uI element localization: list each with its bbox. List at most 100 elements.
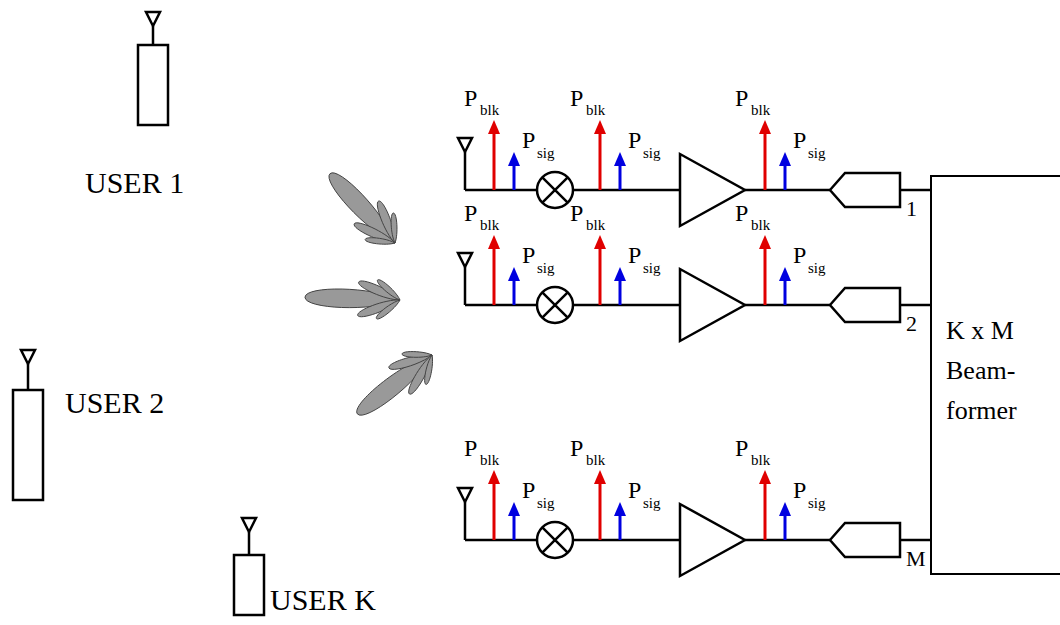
blocker-arrow	[599, 132, 602, 190]
blocker-arrow	[599, 482, 602, 540]
wire	[573, 189, 680, 192]
power-subscript: sig	[808, 146, 826, 161]
power-subscript: blk	[480, 103, 499, 118]
power-symbol: P	[735, 201, 748, 225]
signal-arrow	[779, 152, 791, 166]
power-symbol: P	[464, 86, 477, 110]
power-symbol: P	[793, 478, 806, 502]
power-subscript: sig	[537, 496, 555, 511]
signal-arrow	[614, 502, 626, 516]
signal-arrow	[619, 514, 622, 540]
blocker-arrow	[488, 470, 500, 484]
mixer-symbol	[542, 527, 567, 552]
signal-arrow	[508, 502, 520, 516]
power-symbol: P	[628, 243, 641, 267]
mixer-symbol	[542, 177, 567, 202]
mixer-symbol	[537, 287, 573, 323]
adc-symbol	[830, 173, 900, 207]
amplifier-symbol	[680, 504, 745, 576]
power-symbol: P	[464, 201, 477, 225]
beamformer-box: K x M Beam- former	[930, 175, 1060, 575]
blocker-arrow	[493, 247, 496, 305]
blocker-arrow	[488, 235, 500, 249]
blocker-arrow	[764, 132, 767, 190]
power-symbol: P	[522, 243, 535, 267]
signal-arrow	[508, 152, 520, 166]
power-symbol: P	[628, 478, 641, 502]
blocker-arrow	[599, 247, 602, 305]
power-subscript: blk	[586, 218, 605, 233]
beam-lobes	[305, 173, 433, 415]
signal-arrow	[513, 514, 516, 540]
beam-lobe	[377, 280, 400, 300]
power-symbol: P	[735, 436, 748, 460]
user-phones	[13, 12, 264, 615]
wire	[900, 539, 930, 542]
power-subscript: blk	[586, 103, 605, 118]
power-symbol: P	[735, 86, 748, 110]
beam-lobe	[391, 213, 397, 243]
blocker-arrow	[759, 235, 771, 249]
rf-chains	[458, 120, 930, 576]
power-symbol: P	[570, 86, 583, 110]
port-number: M	[906, 548, 926, 570]
power-subscript: blk	[751, 103, 770, 118]
signal-arrow	[784, 279, 787, 305]
power-symbol: P	[570, 436, 583, 460]
wire	[745, 304, 830, 307]
blocker-arrow	[488, 120, 500, 134]
antenna	[464, 267, 467, 305]
wire	[465, 539, 537, 542]
wire	[573, 539, 680, 542]
wire	[465, 189, 537, 192]
power-subscript: sig	[808, 496, 826, 511]
antenna	[458, 253, 472, 267]
blocker-arrow	[759, 470, 771, 484]
signal-arrow	[614, 267, 626, 281]
user-label: USER K	[270, 585, 376, 615]
power-subscript: sig	[537, 261, 555, 276]
power-subscript: blk	[480, 453, 499, 468]
power-symbol: P	[628, 128, 641, 152]
beam-lobe	[376, 300, 400, 319]
power-symbol: P	[522, 478, 535, 502]
blocker-arrow	[493, 482, 496, 540]
blocker-arrow	[759, 120, 771, 134]
signal-arrow	[619, 279, 622, 305]
power-subscript: blk	[586, 453, 605, 468]
port-number: 1	[906, 198, 917, 220]
signal-arrow	[784, 514, 787, 540]
power-symbol: P	[793, 243, 806, 267]
block-label: K x M Beam- former	[932, 311, 1046, 431]
power-symbol: P	[522, 128, 535, 152]
mixer-symbol	[537, 172, 573, 208]
wire	[465, 304, 537, 307]
amplifier-symbol	[680, 269, 745, 341]
signal-arrow	[619, 164, 622, 190]
blocker-arrow	[764, 482, 767, 540]
signal-arrow	[614, 152, 626, 166]
power-symbol: P	[464, 436, 477, 460]
user-label: USER 2	[65, 388, 164, 418]
wire	[900, 189, 930, 192]
blocker-arrow	[764, 247, 767, 305]
beam-lobe	[409, 355, 432, 394]
wire	[573, 304, 680, 307]
power-subscript: blk	[751, 453, 770, 468]
blocker-arrow	[594, 470, 606, 484]
beam-lobe	[365, 238, 395, 245]
wire	[900, 304, 930, 307]
signal-arrow	[513, 279, 516, 305]
signal-arrow	[779, 502, 791, 516]
antenna	[458, 488, 472, 502]
beam-lobe	[402, 352, 432, 358]
adc-symbol	[830, 523, 900, 557]
power-symbol: P	[793, 128, 806, 152]
adc-symbol	[830, 288, 900, 322]
beam-lobe	[329, 173, 395, 243]
power-subscript: sig	[643, 146, 661, 161]
user-label: USER 1	[85, 168, 184, 198]
power-subscript: sig	[643, 496, 661, 511]
